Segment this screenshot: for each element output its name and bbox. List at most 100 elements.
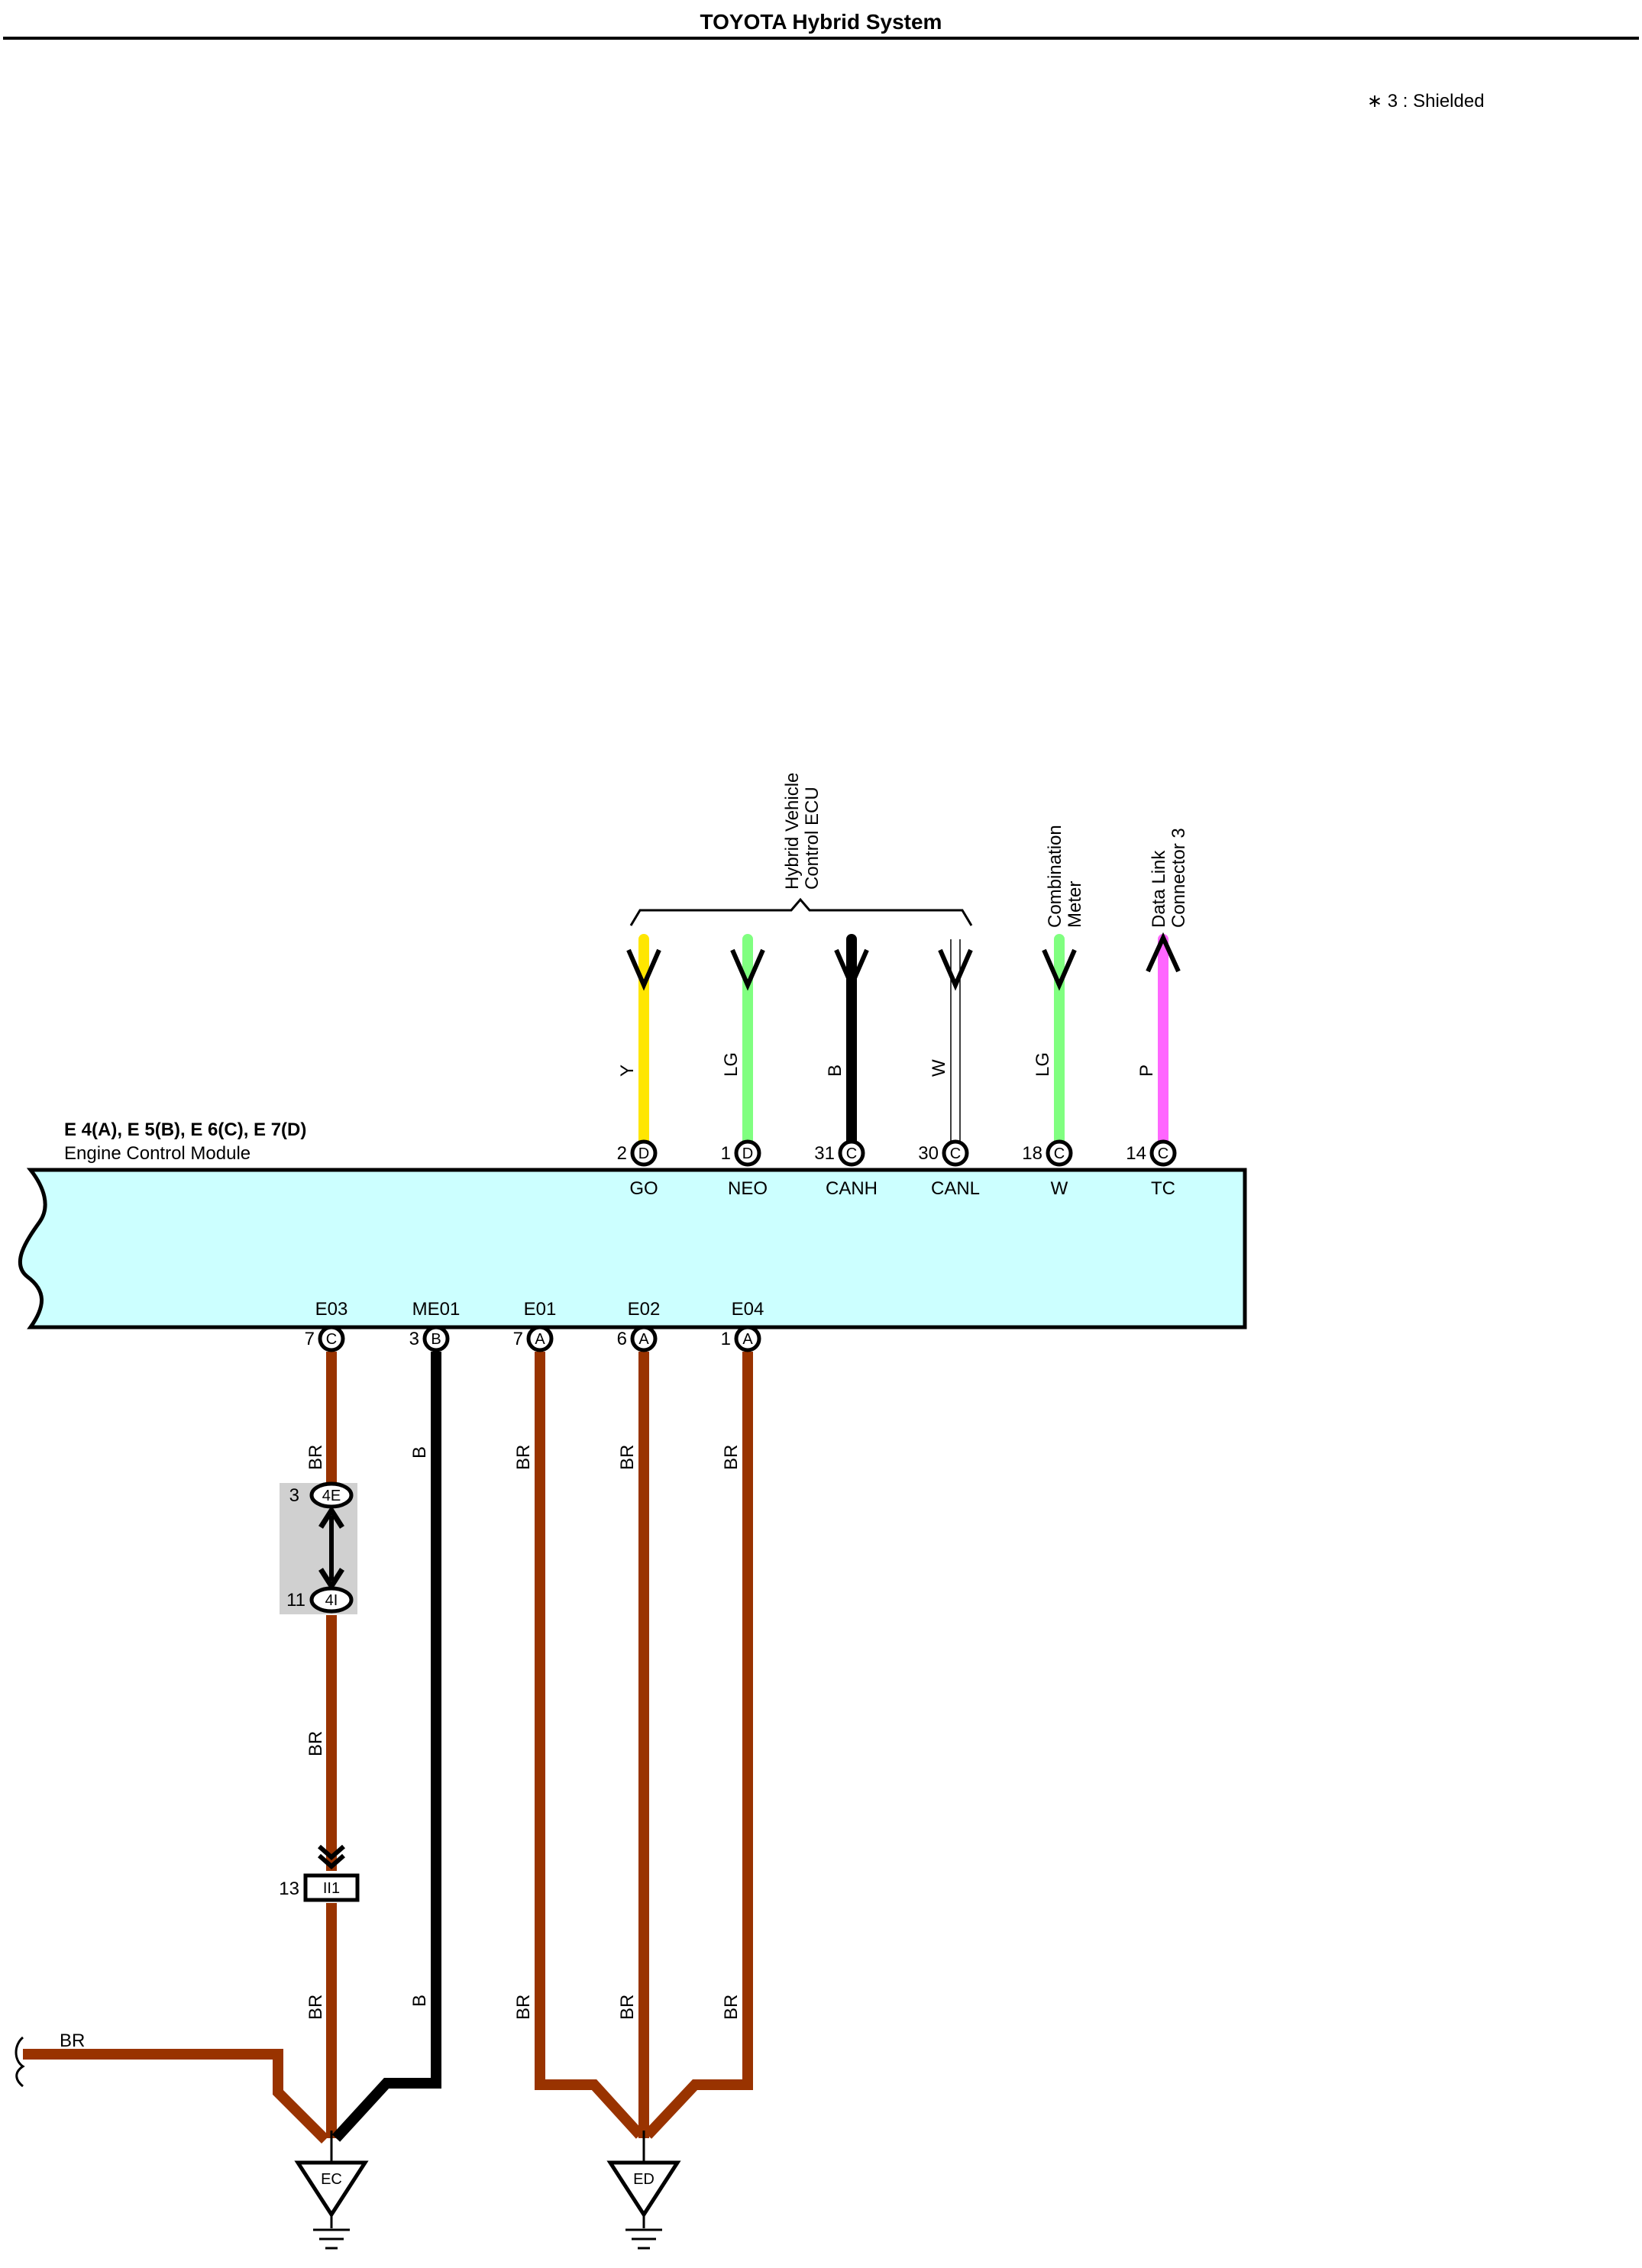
pin-e01: [526, 1325, 554, 1352]
meter-label-line2: Meter: [1065, 881, 1085, 928]
pin-canl-connector: C: [950, 1145, 961, 1162]
terminal-tc: TC: [1151, 1178, 1175, 1199]
terminal-canh: CANH: [826, 1178, 878, 1199]
pin-w-connector: C: [1054, 1145, 1065, 1162]
splice-label: II1: [323, 1880, 340, 1897]
splice-pin-number: 13: [279, 1879, 299, 1899]
wire-code-e03-middle: BR: [305, 1731, 326, 1756]
hv-ecu-label-line2: Control ECU: [802, 787, 823, 890]
ground-ec-label: EC: [321, 2171, 342, 2188]
arrow-tc-outgoing-icon: [1146, 932, 1181, 973]
junction-4e-pin-number: 3: [289, 1485, 299, 1506]
wire-break-mark: [15, 2036, 25, 2088]
wire-e04: [643, 1352, 753, 2139]
terminal-go: GO: [629, 1178, 658, 1199]
ground-ec: EC: [294, 2131, 369, 2250]
junction-4i-pin: [309, 1586, 354, 1614]
hv-ecu-destination: Hybrid Vehicle Control ECU: [629, 773, 973, 926]
pin-canh-connector: C: [846, 1145, 857, 1162]
wire-code-w: LG: [1033, 1052, 1053, 1077]
pin-w: [1046, 1139, 1073, 1167]
pin-e01-number: 7: [513, 1329, 523, 1349]
pin-w-number: 18: [1022, 1143, 1042, 1164]
arrow-canh-incoming-icon: [834, 948, 869, 991]
wire-code-go: Y: [617, 1065, 638, 1077]
pin-tc-number: 14: [1126, 1143, 1146, 1164]
ground-ec-symbol-icon: [313, 2215, 350, 2250]
pin-e02: [630, 1325, 658, 1352]
ground-ed-symbol-icon: [625, 2215, 662, 2250]
pin-go-number: 2: [617, 1143, 627, 1164]
wire-me01: [331, 1352, 441, 2142]
pin-e04-number: 1: [721, 1329, 731, 1349]
terminal-e01: E01: [524, 1299, 557, 1320]
terminal-w: W: [1051, 1178, 1068, 1199]
terminal-canl: CANL: [931, 1178, 980, 1199]
top-wires: Y LG B W LG P: [617, 932, 1181, 1149]
wire-code-canl: W: [929, 1059, 949, 1077]
wire-code-me01-lower: B: [409, 1995, 430, 2007]
wire-code-e03-upper: BR: [305, 1445, 326, 1470]
pin-neo: [734, 1139, 761, 1167]
pin-canl: [942, 1139, 969, 1167]
wire-code-neo: LG: [721, 1052, 742, 1077]
pin-me01-number: 3: [409, 1329, 419, 1349]
terminal-neo: NEO: [728, 1178, 768, 1199]
pin-e01-connector: A: [535, 1331, 545, 1348]
splice-box: [303, 1873, 360, 1902]
pin-e04-connector: A: [742, 1331, 753, 1348]
ecm-box: [18, 1168, 1247, 1329]
pin-go: [630, 1139, 658, 1167]
ground-ed-triangle-icon: [606, 2160, 681, 2218]
pin-e04: [734, 1325, 761, 1352]
ground-wiring: [15, 1352, 753, 2144]
meter-label-line1: Combination: [1045, 825, 1065, 928]
ground-ed-label: ED: [633, 2171, 655, 2188]
wire-code-e04-lower: BR: [721, 1995, 742, 2020]
wire-code-e04-upper: BR: [721, 1445, 742, 1470]
junction-connector: 4E 3 4I 11: [280, 1481, 357, 1614]
arrow-neo-incoming-icon: [730, 948, 765, 991]
splice-chevron-icon: [318, 1844, 345, 1869]
pin-e03: [318, 1325, 345, 1352]
ecm-name: Engine Control Module: [64, 1143, 251, 1164]
wire-left-br: [23, 2049, 329, 2144]
arrow-canl-incoming-icon: [938, 948, 973, 991]
ground-ec-triangle-icon: [294, 2160, 369, 2218]
dlc-label-line1: Data Link: [1149, 850, 1169, 928]
wire-code-e02-lower: BR: [617, 1995, 638, 2020]
pin-e03-number: 7: [305, 1329, 315, 1349]
pin-e03-connector: C: [326, 1331, 337, 1348]
wire-code-e01-lower: BR: [513, 1995, 534, 2020]
wire-code-canh: B: [825, 1065, 845, 1077]
dlc3-destination: Data Link Connector 3: [1149, 828, 1189, 928]
wire-code-e01-upper: BR: [513, 1445, 534, 1470]
junction-arrow-down-icon: [318, 1568, 344, 1591]
pin-canl-number: 30: [918, 1143, 939, 1164]
combination-meter-destination: Combination Meter: [1045, 825, 1085, 928]
hv-ecu-brace: [629, 897, 973, 926]
arrow-go-incoming-icon: [626, 948, 661, 991]
pin-canh-number: 31: [814, 1143, 835, 1164]
wire-code-left: BR: [60, 2031, 85, 2051]
shielded-note: ∗ 3 : Shielded: [1367, 91, 1485, 111]
pin-e02-number: 6: [617, 1329, 627, 1349]
pin-tc-connector: C: [1158, 1145, 1168, 1162]
junction-arrow-up-icon: [318, 1505, 344, 1529]
page-title: TOYOTA Hybrid System: [700, 10, 942, 34]
terminal-e04: E04: [732, 1299, 764, 1320]
pin-e02-connector: A: [638, 1331, 649, 1348]
wire-code-tc: P: [1136, 1065, 1157, 1077]
terminal-e02: E02: [628, 1299, 661, 1320]
junction-4e-label: 4E: [322, 1488, 341, 1504]
arrow-w-incoming-icon: [1042, 948, 1077, 991]
ground-ed: ED: [606, 2131, 681, 2250]
junction-4i-label: 4I: [325, 1592, 338, 1609]
hv-ecu-label-line1: Hybrid Vehicle: [782, 773, 803, 890]
pin-tc: [1149, 1139, 1177, 1167]
pin-neo-connector: D: [742, 1145, 753, 1162]
splice-connector: II1 13: [279, 1844, 360, 1902]
